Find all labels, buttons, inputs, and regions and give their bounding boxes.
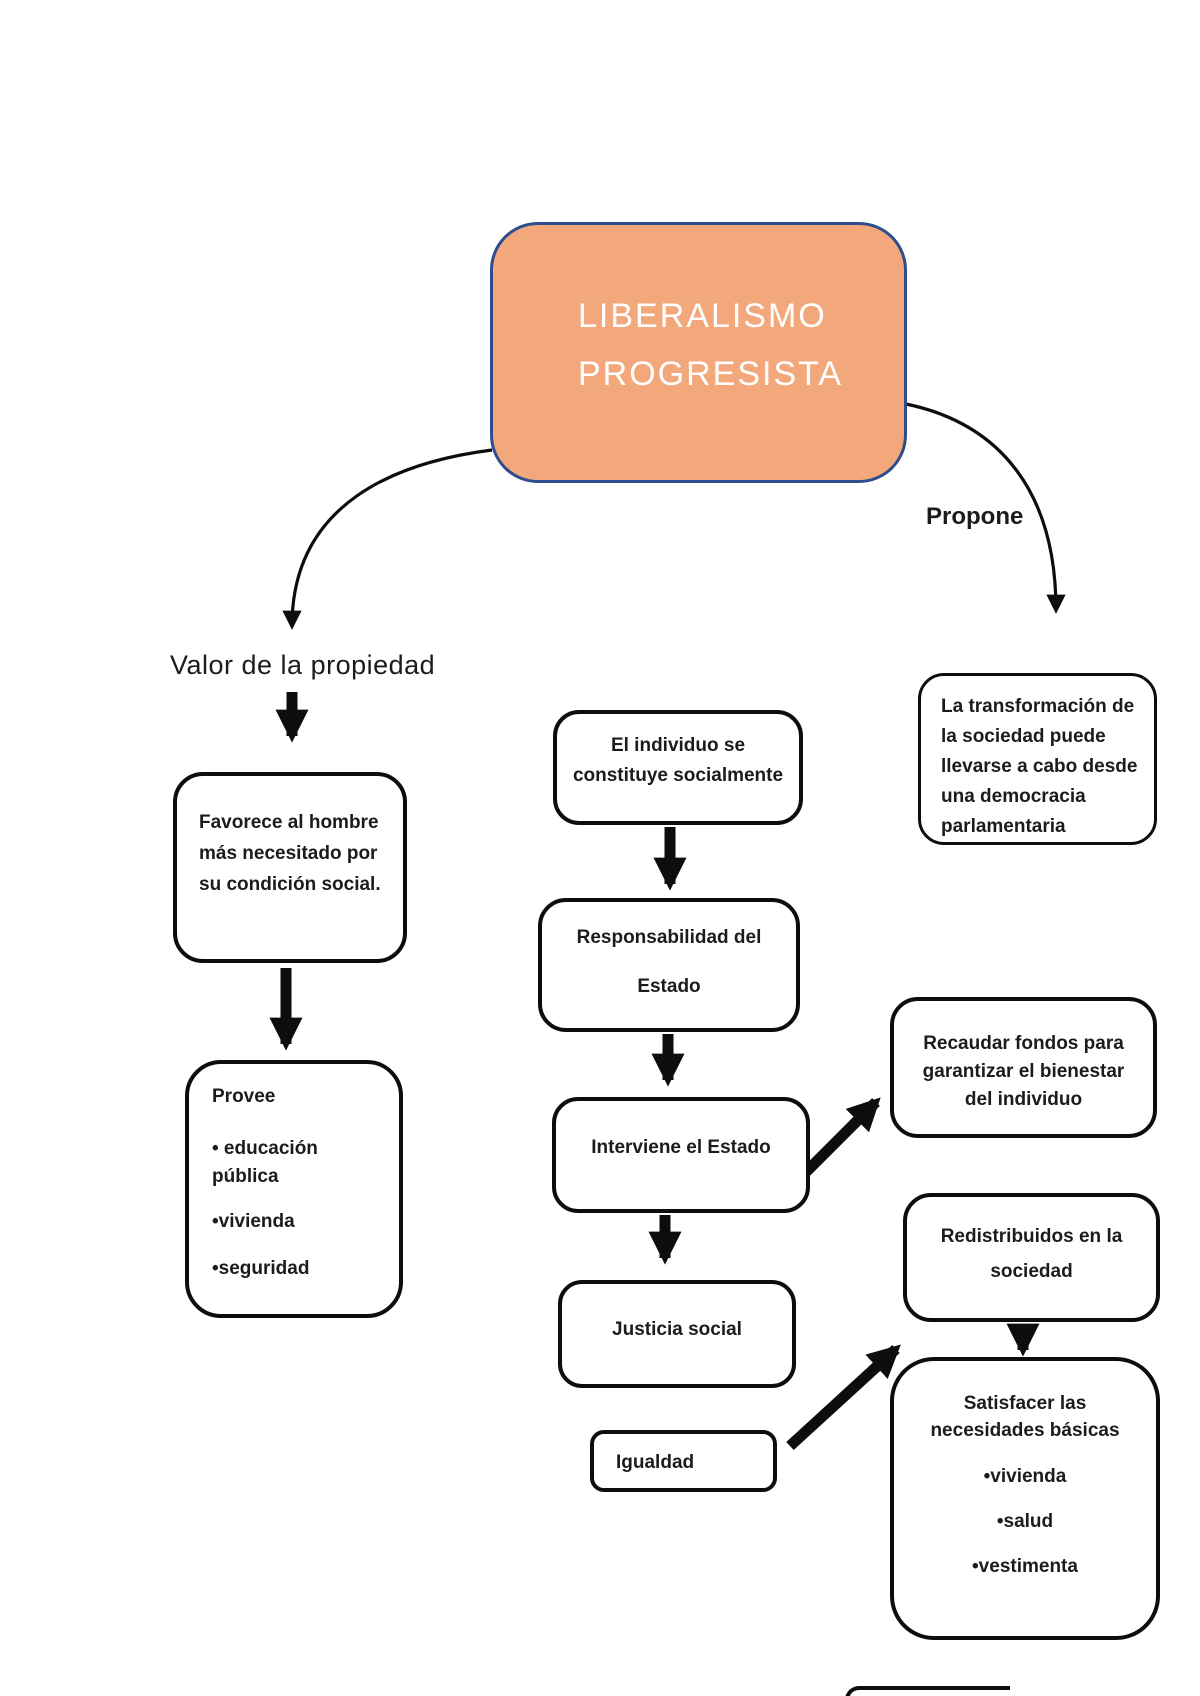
node-interviene-el-estado: Interviene el Estado xyxy=(552,1097,810,1213)
curved-arrow-title-to-valor xyxy=(282,448,493,630)
edge-label-propone: Propone xyxy=(926,503,1024,530)
label-valor-de-la-propiedad: Valor de la propiedad xyxy=(170,650,436,680)
node-text-line: Satisfacer las xyxy=(963,1393,1087,1414)
node-text-line: la sociedad puede xyxy=(941,726,1106,747)
bullet-item: •seguridad xyxy=(212,1258,310,1279)
node-transformacion-sociedad: La transformación de la sociedad puede l… xyxy=(918,673,1157,845)
node-text-line: una democracia xyxy=(941,786,1086,807)
node-text-line: llevarse a cabo desde xyxy=(941,756,1138,777)
node-text-line: El individuo se xyxy=(610,735,746,756)
node-favorece-al-hombre: Favorece al hombre más necesitado por su… xyxy=(173,772,407,963)
node-text-line: pública xyxy=(212,1166,279,1187)
node-satisfacer-necesidades: Satisfacer las necesidades básicas •vivi… xyxy=(890,1357,1160,1640)
bullet-item: •salud xyxy=(996,1511,1054,1532)
node-text-line: Redistribuidos en la xyxy=(940,1226,1123,1247)
node-text-line: Interviene el Estado xyxy=(591,1137,771,1158)
title-node-liberalismo-progresista: LIBERALISMO PROGRESISTA xyxy=(490,222,907,483)
node-redistribuidos-sociedad: Redistribuidos en la sociedad xyxy=(903,1193,1160,1322)
node-justicia-social: Justicia social xyxy=(558,1280,796,1388)
node-text-line: más necesitado por xyxy=(199,843,378,864)
bullet-item: •vivienda xyxy=(212,1211,295,1232)
node-text-line: Recaudar fondos para xyxy=(923,1033,1124,1054)
node-text-line: sociedad xyxy=(990,1261,1073,1282)
node-text-line: Favorece al hombre xyxy=(199,812,379,833)
node-text-line: Justicia social xyxy=(612,1319,742,1340)
node-text-line: Provee xyxy=(212,1086,276,1107)
title-line: PROGRESISTA xyxy=(578,355,844,393)
arrow-interviene-to-recaudar xyxy=(798,1097,881,1180)
partial-box-cutoff xyxy=(845,1686,1010,1696)
node-text-line: Estado xyxy=(637,976,701,997)
node-text-line: constituye socialmente xyxy=(572,765,784,786)
node-text-line: su condición social. xyxy=(199,874,381,895)
bullet-item: •vivienda xyxy=(983,1466,1067,1487)
node-text-line: Responsabilidad del xyxy=(576,927,762,948)
node-text-line: del individuo xyxy=(964,1089,1083,1110)
node-text-line: garantizar el bienestar xyxy=(922,1061,1125,1082)
node-recaudar-fondos: Recaudar fondos para garantizar el biene… xyxy=(890,997,1157,1138)
node-text-line: Igualdad xyxy=(616,1452,695,1473)
bullet-item: •vestimenta xyxy=(972,1556,1078,1577)
node-text-line: necesidades básicas xyxy=(930,1420,1120,1441)
arrow-igualdad-to-redistribuidos xyxy=(786,1344,901,1451)
node-text-line: La transformación de xyxy=(941,696,1135,717)
node-igualdad: Igualdad xyxy=(590,1430,777,1492)
node-provee: Provee • educación pública •vivienda •se… xyxy=(185,1060,403,1318)
bullet-item: • educación xyxy=(212,1138,318,1159)
node-el-individuo: El individuo se constituye socialmente xyxy=(553,710,803,825)
node-responsabilidad-del-estado: Responsabilidad del Estado xyxy=(538,898,800,1032)
title-line: LIBERALISMO xyxy=(578,297,827,335)
node-text-line: parlamentaria xyxy=(941,816,1066,837)
